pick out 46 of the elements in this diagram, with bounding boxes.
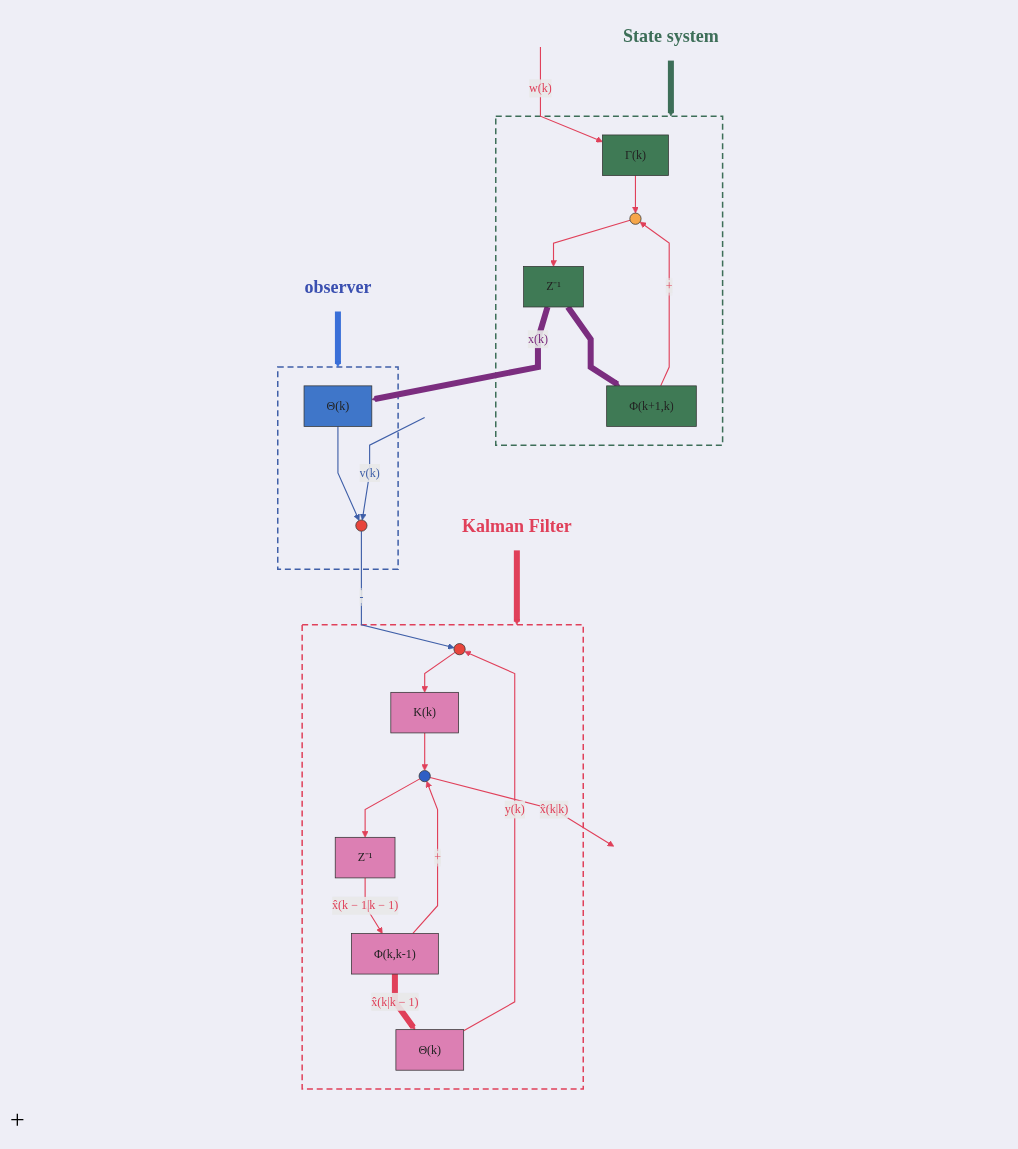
arrow (513, 550, 520, 626)
arrow (334, 311, 341, 368)
cluster (276, 366, 399, 570)
node-text: State system (622, 26, 719, 46)
node-box: Φ(k+1,k) (605, 385, 697, 427)
arrow (639, 221, 670, 387)
node-text: Kalman Filter (461, 515, 572, 536)
arrow (564, 305, 620, 387)
node-box: Γ(k) (601, 134, 669, 176)
edge-label: x(k) (527, 332, 548, 346)
arrow (371, 306, 550, 402)
node-circle (453, 643, 466, 656)
node-circle (418, 770, 431, 783)
arrow (462, 650, 515, 1032)
arrow (361, 778, 420, 838)
node-box: Φ(k,k-1) (350, 933, 439, 975)
node-box: Θ(k) (395, 1029, 464, 1071)
arrow (667, 60, 674, 117)
cluster (300, 624, 584, 1090)
node-box: Z⁻¹ (334, 836, 395, 879)
edge-label: y(k) (504, 802, 525, 816)
edge-label: x̂(k|k) (539, 802, 568, 816)
arrow (336, 425, 360, 521)
arrow (549, 219, 631, 267)
node-box: Θ(k) (303, 385, 372, 427)
arrow (359, 416, 425, 521)
edge-label: x̂(k|k − 1) (370, 995, 419, 1008)
node-circle (354, 519, 367, 532)
arrow (420, 732, 428, 771)
node-box: K(k) (389, 691, 459, 734)
arrow (411, 781, 438, 935)
edge-label: x̂(k − 1|k − 1) (331, 898, 398, 912)
node-text: observer (303, 276, 371, 297)
edge-label: + (665, 279, 673, 293)
arrow (429, 776, 614, 847)
arrow (539, 46, 603, 143)
cluster (494, 115, 723, 446)
arrow (631, 174, 639, 214)
node-circle (628, 212, 641, 225)
edge-label: - (358, 590, 363, 603)
edge-label: v(k) (359, 466, 380, 480)
edge-label: w(k) (528, 81, 552, 95)
sign-label: + (10, 1105, 25, 1134)
edge-label: + (433, 850, 441, 864)
node-box: Z⁻¹ (522, 266, 584, 308)
arrow (420, 651, 455, 693)
